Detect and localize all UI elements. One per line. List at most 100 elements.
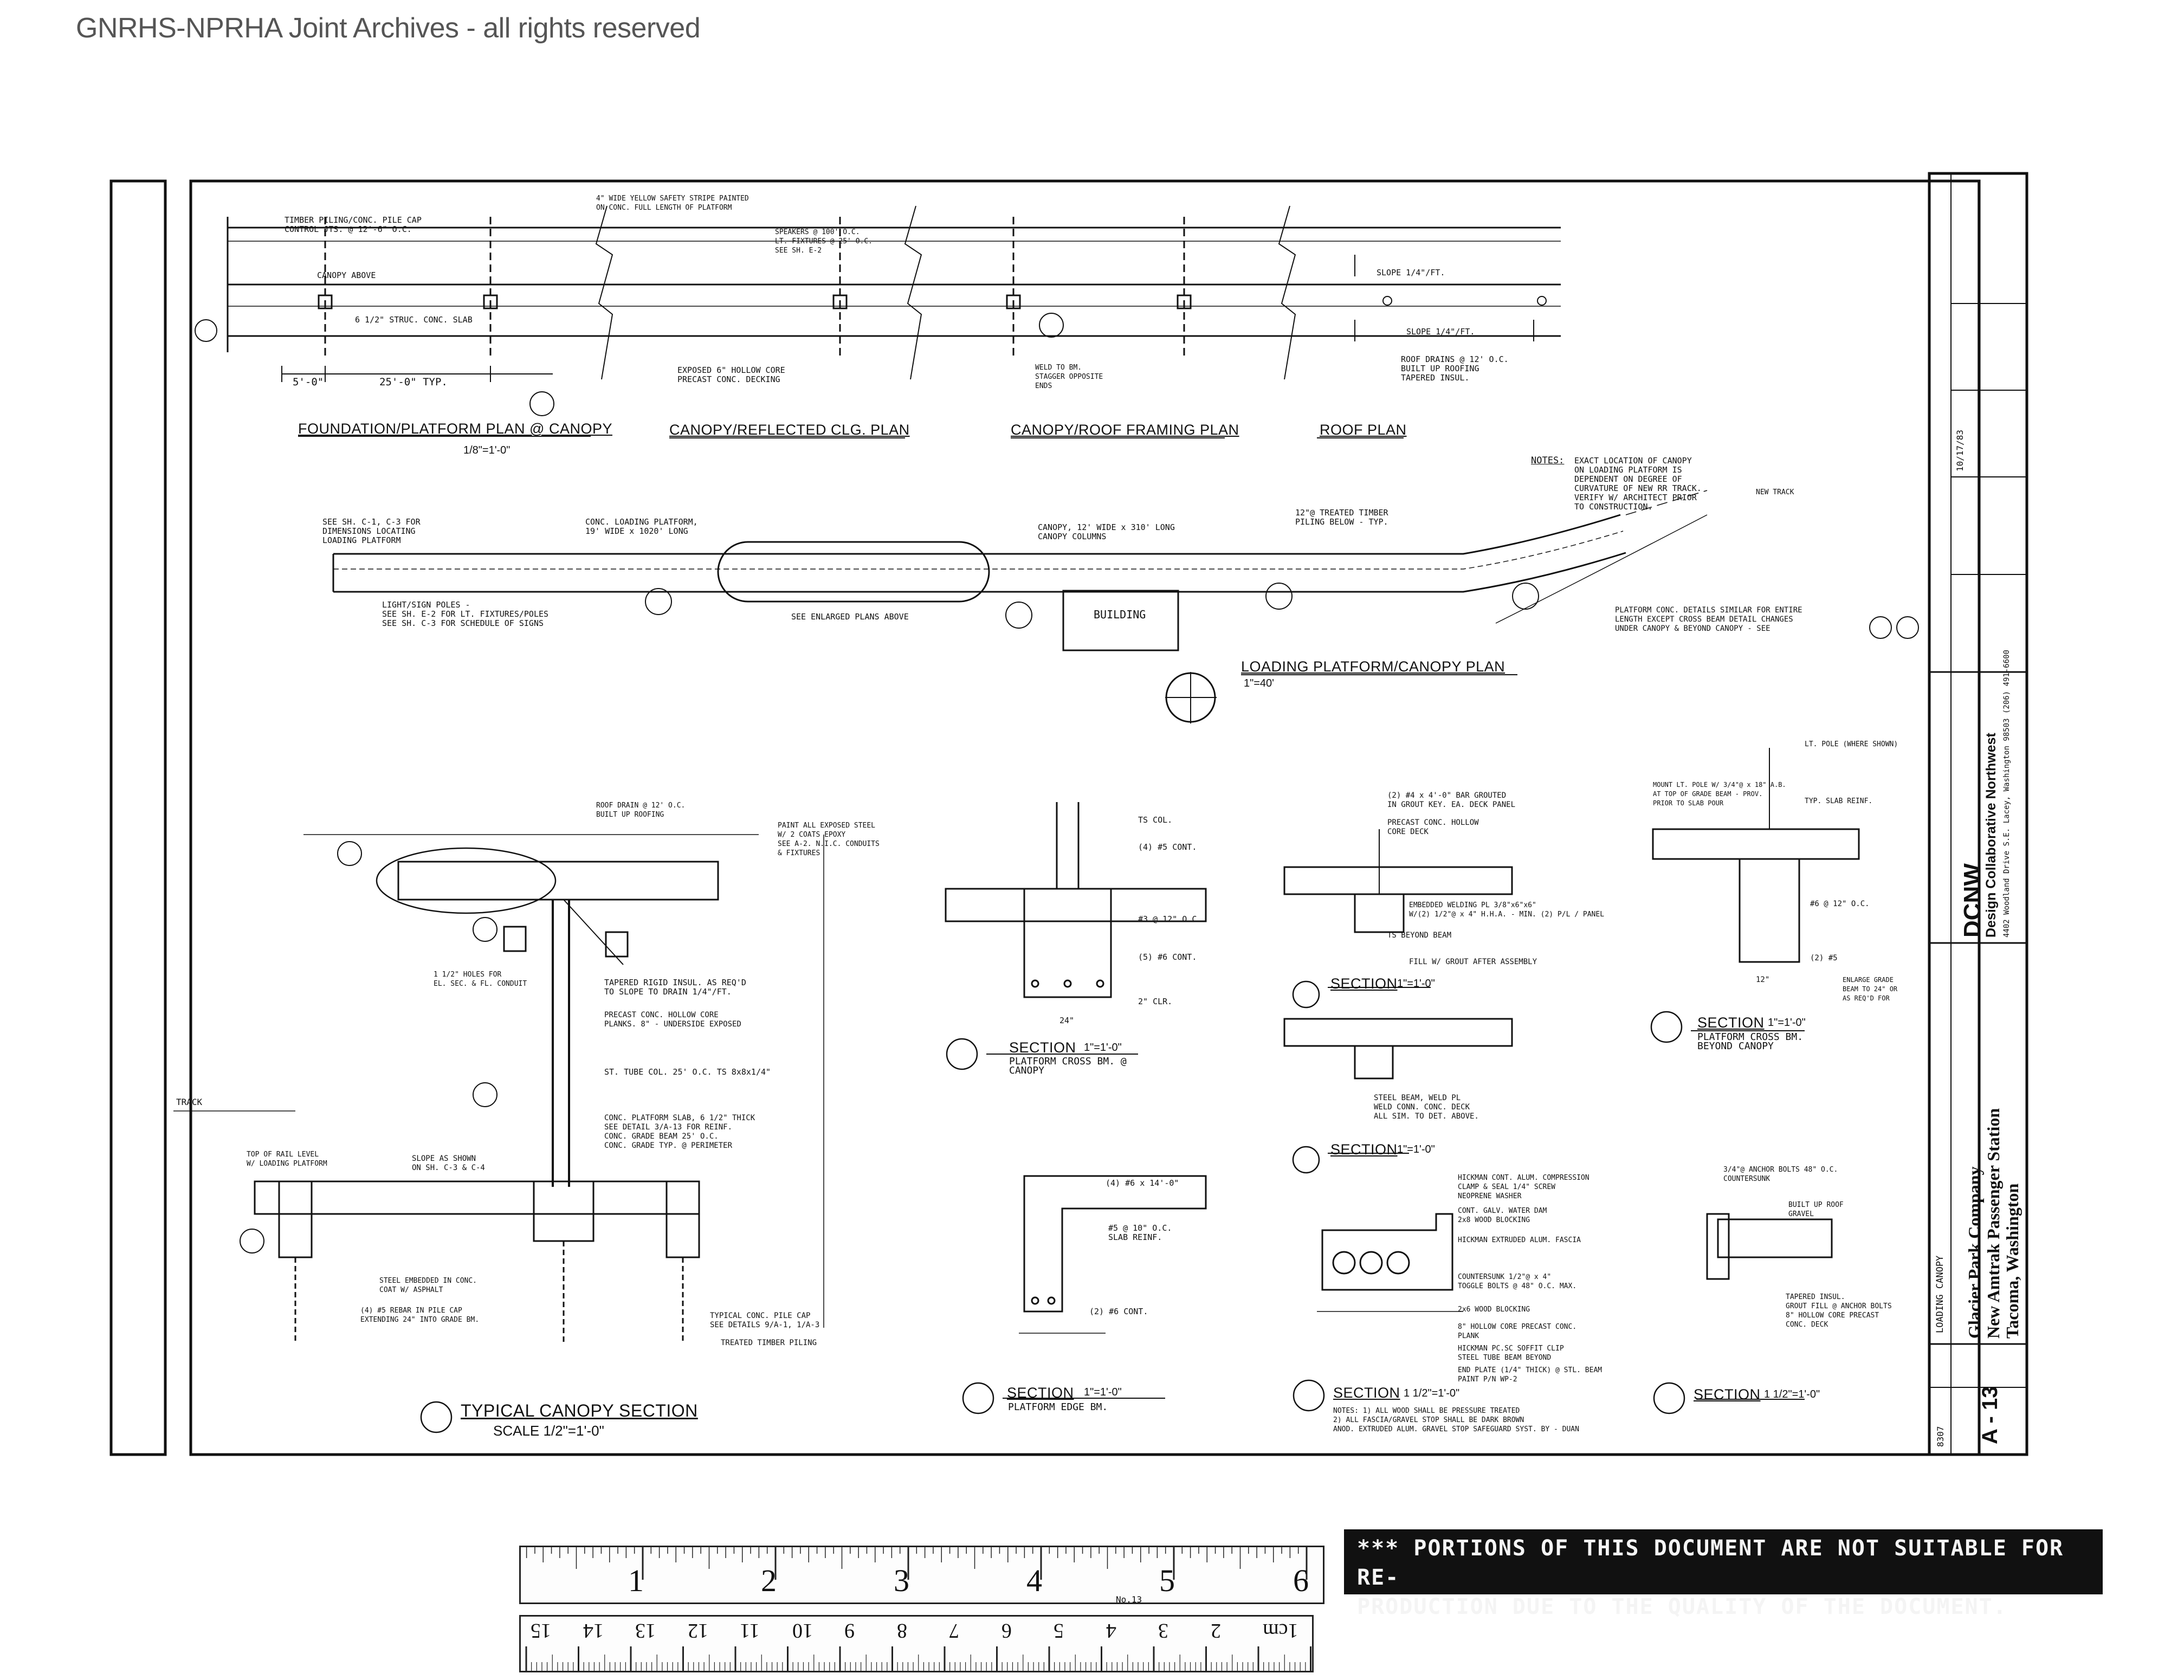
sec8-mount: MOUNT LT. POLE W/ 3/4"@ x 18" A.B. AT TO… (1653, 781, 1786, 807)
building-outline (1062, 590, 1179, 651)
sec6-insulation: TAPERED INSUL. GROUT FILL @ ANCHOR BOLTS… (1786, 1293, 1892, 1329)
sec2-cont-top: (4) #5 CONT. (1138, 842, 1197, 852)
platform-concrete-note: PLATFORM CONC. DETAILS SIMILAR FOR ENTIR… (1615, 606, 1802, 633)
sec7-clamp: HICKMAN CONT. ALUM. COMPRESSION CLAMP & … (1458, 1174, 1589, 1200)
sec6-anchor-bolts: 3/4"@ ANCHOR BOLTS 48" O.C. COUNTERSUNK (1723, 1166, 1838, 1183)
plan-note-safety-stripe: 4" WIDE YELLOW SAFETY STRIPE PAINTED ON … (596, 195, 749, 212)
sec8-width: 12" (1756, 975, 1770, 984)
cm-label: 13 (635, 1619, 656, 1642)
typ-note-timber: TREATED TIMBER PILING (721, 1339, 817, 1347)
typical-section-title: TYPICAL CANOPY SECTION (461, 1401, 698, 1420)
tb-project-line3: Tacoma, Washington (2002, 1183, 2022, 1339)
tb-date: 10/17/83 (1955, 429, 1965, 471)
sec7-soffit-clip: HICKMAN PC.SC SOFFIT CLIP STEEL TUBE BEA… (1458, 1345, 1564, 1362)
sec8-bars: (2) #5 (1810, 954, 1838, 962)
sec2-stirrups: #3 @ 12" O.C. (1138, 914, 1202, 924)
loading-note-canopy: CANOPY, 12' WIDE x 310' LONG CANOPY COLU… (1038, 522, 1175, 541)
dim-25ft: 25'-0" TYP. (379, 376, 448, 388)
tb-project-line2: New Amtrak Passenger Station (1983, 1108, 2003, 1339)
cm-label: 8 (896, 1619, 907, 1642)
cm-label: 3 (1158, 1619, 1168, 1642)
sec8-slab-reinf: TYP. SLAB REINF. (1805, 797, 1873, 805)
notes-body: EXACT LOCATION OF CANOPY ON LOADING PLAT… (1574, 456, 1702, 512)
inch-5: 5 (1159, 1563, 1175, 1598)
section-7-drawing (1293, 1213, 1463, 1412)
typical-canopy-section-drawing (173, 834, 824, 1433)
sec2-cont-bottom: (5) #6 CONT. (1138, 952, 1197, 962)
typ-note-paint: PAINT ALL EXPOSED STEEL W/ 2 COATS EPOXY… (778, 822, 880, 857)
section-5-title: SECTION (1330, 1141, 1398, 1158)
plan-note-hollow-core: EXPOSED 6" HOLLOW CORE PRECAST CONC. DEC… (677, 365, 785, 384)
cm-label: 2 (1210, 1619, 1221, 1642)
section-2-drawing (945, 802, 1207, 1070)
sec7-toggle-bolts: COUNTERSUNK 1/2"@ x 4" TOGGLE BOLTS @ 48… (1458, 1273, 1577, 1290)
plan-note-roof-drains: ROOF DRAINS @ 12' O.C. BUILT UP ROOFING … (1401, 354, 1509, 383)
inch-6: 6 (1293, 1563, 1309, 1598)
sec4-weld-plate: EMBEDDED WELDING PL 3/8"x6"x6" W/(2) 1/2… (1409, 901, 1605, 919)
sec6-roof: BUILT UP ROOF GRAVEL (1788, 1201, 1844, 1218)
tb-sheet-number: A - 13 (1978, 1386, 2002, 1444)
plan-note-slope-2: SLOPE 1/4"/FT. (1406, 327, 1475, 337)
roof-plan-title: ROOF PLAN (1320, 422, 1407, 438)
section-8-subtitle: PLATFORM CROSS BM. BEYOND CANOPY (1697, 1031, 1804, 1052)
tb-project-line1: Glacier Park Company (1965, 1166, 1984, 1339)
sec2-clear: 2" CLR. (1138, 997, 1173, 1006)
typ-note-roof-drain: ROOF DRAIN @ 12' O.C. BUILT UP ROOFING (596, 802, 686, 819)
dim-5ft: 5'-0" (293, 376, 324, 388)
loading-note-piling: 12"@ TREATED TIMBER PILING BELOW - TYP. (1295, 508, 1388, 527)
inch-2: 2 (761, 1563, 777, 1598)
section-3-drawing (962, 1175, 1207, 1414)
loading-note-enlarged: SEE ENLARGED PLANS ABOVE (791, 612, 909, 622)
sec8-pole: LT. POLE (WHERE SHOWN) (1805, 740, 1898, 748)
sec4-bar-grouted: (2) #4 x 4'-0" BAR GROUTED IN GROUT KEY.… (1387, 791, 1516, 809)
foundation-plan-title: FOUNDATION/PLATFORM PLAN @ CANOPY (298, 421, 612, 437)
typ-note-slope: SLOPE AS SHOWN ON SH. C-3 & C-4 (412, 1154, 485, 1172)
section-8-title: SECTION (1697, 1015, 1765, 1031)
sec7-end-plate: END PLATE (1/4" THICK) @ STL. BEAM PAINT… (1458, 1366, 1603, 1384)
sec4-ts-beam: TS BEYOND BEAM (1387, 931, 1452, 940)
typ-note-planks: PRECAST CONC. HOLLOW CORE PLANKS. 8" - U… (604, 1011, 741, 1029)
sec4-deck: PRECAST CONC. HOLLOW CORE DECK (1387, 818, 1479, 836)
sec5-steel-beam: STEEL BEAM, WELD PL WELD CONN. CONC. DEC… (1374, 1094, 1479, 1121)
section-8-drawing (1650, 748, 1860, 1043)
section-4-scale: 1"=1'-0" (1397, 978, 1435, 990)
typ-note-insulation: TAPERED RIGID INSUL. AS REQ'D TO SLOPE T… (604, 978, 746, 997)
cm-label: 12 (687, 1619, 708, 1642)
inch-4: 4 (1026, 1563, 1042, 1598)
inch-3: 3 (894, 1563, 909, 1598)
plan-note-piling: TIMBER PILING/CONC. PILE CAP CONTROL JTS… (285, 215, 422, 234)
ruler-inches: 1 2 3 4 5 6 No.13 (519, 1546, 1324, 1604)
foundation-platform-plan (195, 205, 1561, 416)
left-margin-strip (109, 179, 167, 1456)
section-3-subtitle: PLATFORM EDGE BM. (1008, 1401, 1108, 1413)
typ-note-column: ST. TUBE COL. 25' O.C. TS 8x8x1/4" (604, 1067, 771, 1077)
section-4-title: SECTION (1330, 975, 1398, 992)
ruler-model: No.13 (1116, 1594, 1142, 1605)
section-7-title: SECTION (1333, 1385, 1400, 1401)
loading-plan-scale: 1"=40' (1244, 677, 1274, 689)
typ-note-holes: 1 1/2" HOLES FOR EL. SEC. & FL. CONDUIT (434, 971, 527, 988)
foundation-plan-scale: 1/8"=1'-0" (463, 444, 511, 456)
cm-label: 5 (1054, 1619, 1064, 1642)
tb-job-number: 8307 (1935, 1426, 1946, 1447)
sec7-notes: NOTES: 1) ALL WOOD SHALL BE PRESSURE TRE… (1333, 1407, 1579, 1433)
section-7-scale: 1 1/2"=1'-0" (1404, 1387, 1460, 1399)
plan-note-speakers: SPEAKERS @ 100' O.C. LT. FIXTURES @ 25' … (775, 228, 873, 255)
cm-label: 15 (531, 1619, 551, 1642)
building-label: BUILDING (1094, 608, 1146, 621)
sec8-enlarge: ENLARGE GRADE BEAM TO 24" OR AS REQ'D FO… (1843, 976, 1898, 1002)
typ-note-pile-cap: TYPICAL CONC. PILE CAP SEE DETAILS 9/A-1… (710, 1311, 820, 1329)
sec7-blocking: 2x6 WOOD BLOCKING (1458, 1306, 1530, 1314)
section-5-scale: 1"=1'-0" (1397, 1143, 1435, 1155)
tb-firm-name: Design Collaborative Northwest (1983, 733, 1999, 938)
tb-sheet-title: LOADING CANOPY (1935, 1255, 1946, 1333)
sec4-grout-fill: FILL W/ GROUT AFTER ASSEMBLY (1409, 958, 1537, 966)
section-2-scale: 1"=1'-0" (1084, 1042, 1122, 1054)
section-2-title: SECTION (1009, 1039, 1076, 1056)
section-6-drawing (1653, 1213, 1833, 1414)
sec7-water-dam: CONT. GALV. WATER DAM 2x8 WOOD BLOCKING (1458, 1207, 1547, 1224)
new-track-label: NEW TRACK (1756, 488, 1794, 496)
plan-note-canopy-above: CANOPY ABOVE (317, 270, 376, 280)
